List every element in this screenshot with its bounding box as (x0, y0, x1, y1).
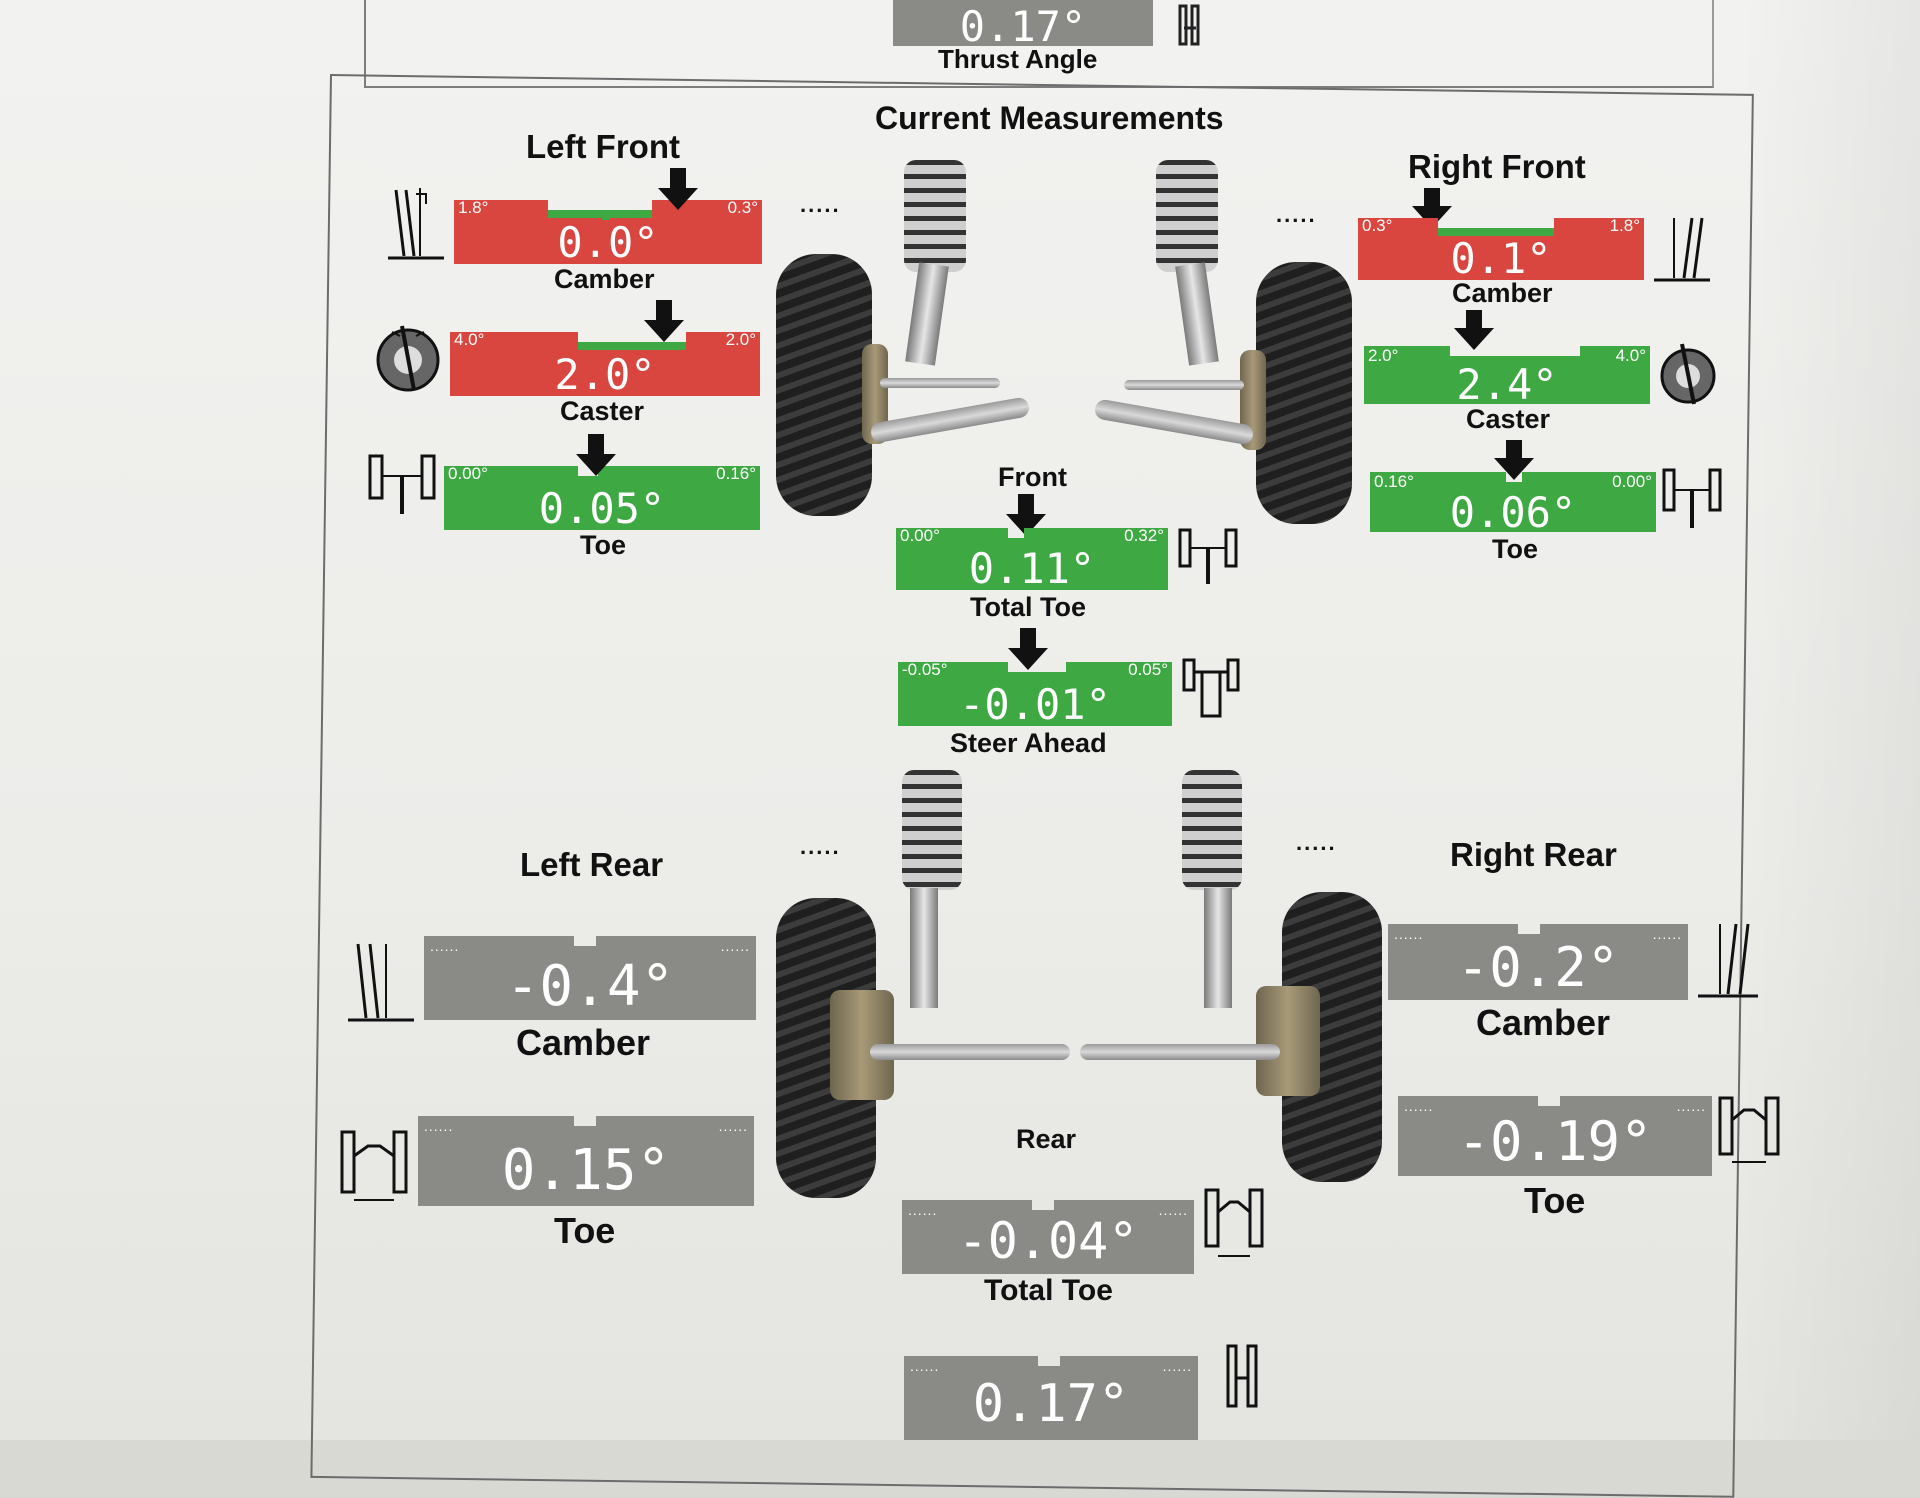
caster-icon-right (1656, 340, 1720, 406)
top-section-frame (364, 0, 1714, 88)
bottom-thrust-gauge: ...... ...... 0.17° (904, 1352, 1198, 1440)
rear-total-toe-label: Total Toe (984, 1274, 1113, 1307)
camber-icon-left-rear (344, 940, 416, 1024)
right-rear-toe-gauge: ...... ...... -0.19° (1398, 1092, 1712, 1176)
right-front-caster-label: Caster (1466, 404, 1551, 434)
left-rear-toe-label: Toe (554, 1210, 616, 1251)
rear-total-toe-gauge: ...... ...... -0.04° (902, 1196, 1194, 1274)
toe-icon (366, 450, 438, 520)
right-front-toe-gauge: 0.16° 0.00° 0.06° (1370, 470, 1656, 537)
dots-left-rear: ..... (800, 834, 841, 859)
steer-ahead-icon (1180, 656, 1242, 724)
left-front-toe-gauge: 0.00° 0.16° 0.05° (444, 462, 760, 533)
right-rear-toe-label: Toe (1524, 1180, 1586, 1221)
rear-label: Rear (1016, 1124, 1077, 1154)
right-front-heading: Right Front (1408, 148, 1586, 185)
right-front-toe-label: Toe (1492, 534, 1538, 564)
right-front-camber-gauge: 0.3° 1.8° 0.1° (1358, 214, 1644, 283)
right-front-camber-label: Camber (1452, 278, 1553, 308)
rear-total-toe-icon (1202, 1186, 1266, 1268)
bottom-thrust-icon (1224, 1342, 1260, 1414)
steer-ahead-gauge: -0.05° 0.05° -0.01° (898, 658, 1172, 729)
left-rear-camber-label: Camber (516, 1022, 651, 1063)
toe-icon-left-rear (338, 1126, 410, 1210)
left-front-camber-gauge: 1.8° 0.3° 0.0° (454, 196, 762, 267)
front-total-toe-label: Total Toe (970, 592, 1086, 622)
left-front-spring (904, 160, 966, 272)
total-toe-icon (1176, 526, 1240, 586)
left-front-toe-label: Toe (580, 530, 626, 560)
steer-ahead-label: Steer Ahead (950, 728, 1107, 758)
dots-right-front: ..... (1276, 202, 1317, 227)
left-rear-toe-gauge: ...... ...... 0.15° (418, 1112, 754, 1206)
toe-icon-right (1660, 466, 1724, 532)
right-rear-camber-label: Camber (1476, 1002, 1611, 1043)
top-thrust-label: Thrust Angle (938, 44, 1098, 74)
caster-icon (372, 322, 444, 394)
thrust-axle-icon (1176, 4, 1202, 46)
left-rear-spring (902, 770, 962, 890)
right-rear-hub (1256, 986, 1320, 1096)
left-rear-strut (910, 888, 938, 1008)
page-title: Current Measurements (875, 100, 1224, 136)
right-rear-arm (1080, 1044, 1280, 1060)
camber-icon (382, 186, 446, 262)
left-rear-heading: Left Rear (520, 846, 664, 883)
left-front-tire (776, 254, 872, 516)
camber-icon-right-rear (1696, 920, 1760, 1000)
left-front-tie-rod (880, 378, 1000, 388)
left-front-camber-label: Camber (554, 264, 655, 294)
front-total-toe-gauge: 0.00° 0.32° 0.11° (896, 524, 1168, 593)
right-rear-heading: Right Rear (1450, 836, 1617, 873)
left-front-heading: Left Front (526, 128, 680, 165)
left-rear-arm (870, 1044, 1070, 1060)
top-thrust-gauge: 0.17° (893, 0, 1153, 51)
dots-right-rear: ..... (1296, 830, 1337, 855)
right-front-tire (1256, 262, 1352, 524)
right-rear-strut (1204, 888, 1232, 1008)
dots-left-front: ..... (800, 192, 841, 217)
left-front-caster-gauge: 4.0° 2.0° 2.0° (450, 328, 760, 399)
toe-icon-right-rear (1716, 1092, 1782, 1172)
right-front-caster-gauge: 2.0° 4.0° 2.4° (1364, 344, 1650, 409)
camber-icon-right (1652, 214, 1712, 284)
front-label: Front (998, 462, 1067, 492)
left-rear-camber-gauge: ...... ...... -0.4° (424, 932, 756, 1020)
left-front-caster-label: Caster (560, 396, 645, 426)
right-rear-camber-gauge: ...... ...... -0.2° (1388, 920, 1688, 1000)
right-rear-spring (1182, 770, 1242, 890)
right-front-spring (1156, 160, 1218, 272)
right-front-tie-rod (1124, 380, 1244, 390)
